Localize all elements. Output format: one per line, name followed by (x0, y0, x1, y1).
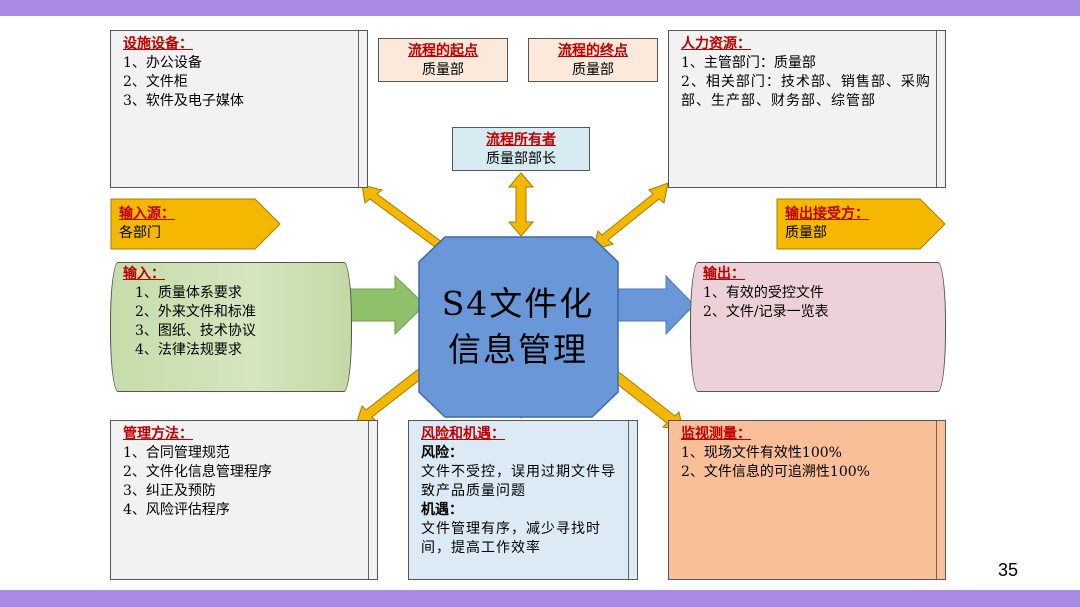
methods-item: 1、合同管理规范 (123, 445, 230, 461)
inputs-title: 输入： (123, 266, 165, 282)
flow-end-box: 流程的终点 质量部 (528, 38, 658, 82)
center-line2: 信息管理 (448, 330, 588, 369)
center-line1: S4文件化 (441, 284, 595, 323)
facilities-item: 3、软件及电子媒体 (123, 93, 244, 109)
hr-item: 2、相关部门：技术部、销售部、采购部、生产部、财务部、综管部 (681, 74, 931, 109)
monitoring-box: 监视测量： 1、现场文件有效性100% 2、文件信息的可追溯性100% (668, 420, 946, 580)
inputs-item: 2、外来文件和标准 (135, 304, 256, 320)
risk-text: 文件不受控，误用过期文件导致产品质量问题 (421, 464, 616, 499)
input-source-flag-shape (110, 198, 281, 250)
input-arrow (344, 274, 426, 336)
opportunity-label: 机遇： (421, 502, 463, 518)
risks-title: 风险和机遇： (421, 426, 505, 442)
process-owner-value: 质量部部长 (486, 151, 556, 167)
arrow-owner (507, 172, 535, 237)
center-shape (418, 236, 619, 418)
center-node: S4文件化 信息管理 (418, 237, 618, 417)
outputs-box: 输出： 1、有效的受控文件 2、文件/记录一览表 (690, 262, 946, 392)
facilities-box: 设施设备： 1、办公设备 2、文件柜 3、软件及电子媒体 (110, 30, 368, 188)
output-receiver-value: 质量部 (785, 225, 827, 241)
outputs-item: 1、有效的受控文件 (703, 285, 824, 301)
output-receiver-flag-shape (776, 198, 946, 250)
inputs-item: 4、法律法规要求 (135, 342, 242, 358)
flow-start-value: 质量部 (422, 62, 464, 78)
top-band (0, 0, 1080, 16)
process-owner-title: 流程所有者 (486, 132, 556, 148)
methods-box: 管理方法： 1、合同管理规范 2、文件化信息管理程序 3、纠正及预防 4、风险评… (110, 420, 378, 580)
inputs-box: 输入： 1、质量体系要求 2、外来文件和标准 3、图纸、技术协议 4、法律法规要… (110, 262, 352, 392)
flow-end-title: 流程的终点 (558, 43, 628, 59)
monitoring-item: 1、现场文件有效性100% (681, 445, 842, 461)
methods-title: 管理方法： (123, 426, 193, 442)
hr-item: 1、主管部门：质量部 (681, 55, 816, 71)
input-source-value: 各部门 (119, 225, 161, 241)
input-source-title: 输入源： (119, 206, 175, 222)
facilities-item: 2、文件柜 (123, 74, 188, 90)
methods-item: 4、风险评估程序 (123, 502, 230, 518)
page-number: 35 (997, 560, 1018, 580)
hr-title: 人力资源： (681, 36, 751, 52)
output-receiver-flag: 输出接受方： 质量部 (777, 199, 947, 249)
opportunity-text: 文件管理有序，减少寻找时间，提高工作效率 (421, 521, 601, 556)
outputs-item: 2、文件/记录一览表 (703, 304, 829, 320)
output-receiver-title: 输出接受方： (785, 206, 869, 222)
facilities-item: 1、办公设备 (123, 55, 202, 71)
bottom-band (0, 590, 1080, 607)
output-arrow (611, 274, 695, 336)
flow-start-box: 流程的起点 质量部 (378, 38, 508, 82)
inputs-item: 3、图纸、技术协议 (135, 323, 256, 339)
risk-label: 风险： (421, 445, 463, 461)
process-owner-box: 流程所有者 质量部部长 (452, 127, 590, 171)
facilities-title: 设施设备： (123, 36, 193, 52)
flow-start-title: 流程的起点 (408, 43, 478, 59)
inputs-item: 1、质量体系要求 (135, 285, 242, 301)
flow-end-value: 质量部 (572, 62, 614, 78)
input-source-flag: 输入源： 各部门 (111, 199, 281, 249)
monitoring-title: 监视测量： (681, 426, 751, 442)
methods-item: 2、文件化信息管理程序 (123, 464, 272, 480)
outputs-title: 输出： (703, 266, 745, 282)
risks-box: 风险和机遇： 风险： 文件不受控，误用过期文件导致产品质量问题 机遇： 文件管理… (408, 420, 638, 580)
methods-item: 3、纠正及预防 (123, 483, 216, 499)
monitoring-item: 2、文件信息的可追溯性100% (681, 464, 870, 480)
human-resources-box: 人力资源： 1、主管部门：质量部 2、相关部门：技术部、销售部、采购部、生产部、… (668, 30, 946, 188)
